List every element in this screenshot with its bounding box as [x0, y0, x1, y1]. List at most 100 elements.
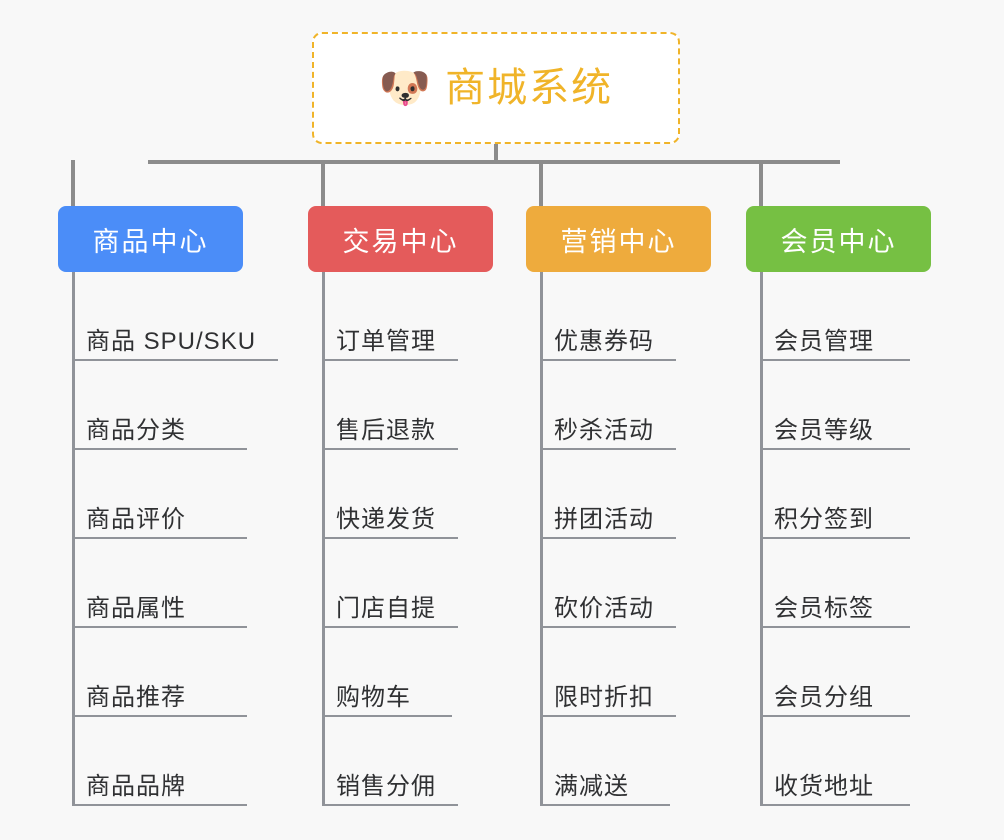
leaf-underline	[72, 804, 247, 806]
branch-header-4[interactable]: 会员中心	[746, 206, 931, 272]
leaf-item[interactable]: 限时折扣	[540, 628, 676, 717]
branch-spine-3	[540, 272, 543, 806]
leaf-underline	[760, 804, 910, 806]
branch-spine-4	[760, 272, 763, 806]
leaf-item[interactable]: 会员管理	[760, 272, 910, 361]
leaf-label: 商品评价	[86, 505, 186, 533]
leaf-label: 快递发货	[336, 505, 436, 533]
leaf-item[interactable]: 砍价活动	[540, 539, 676, 628]
leaf-underline	[540, 804, 670, 806]
leaf-underline	[540, 359, 676, 361]
connector-drop-3	[539, 160, 543, 206]
leaf-label: 购物车	[336, 683, 411, 711]
leaf-label: 售后退款	[336, 416, 436, 444]
leaf-underline	[72, 448, 247, 450]
dog-face-icon: 🐶	[378, 64, 432, 111]
leaf-item[interactable]: 订单管理	[322, 272, 458, 361]
leaf-label: 商品推荐	[86, 683, 186, 711]
branch-column-4: 会员中心会员管理会员等级积分签到会员标签会员分组收货地址	[746, 206, 931, 806]
leaf-item[interactable]: 商品品牌	[72, 717, 270, 806]
leaf-underline	[540, 626, 676, 628]
leaf-underline	[322, 626, 458, 628]
leaf-item[interactable]: 秒杀活动	[540, 361, 676, 450]
branch-column-2: 交易中心订单管理售后退款快递发货门店自提购物车销售分佣	[308, 206, 493, 806]
leaf-item[interactable]: 会员标签	[760, 539, 910, 628]
leaf-label: 门店自提	[336, 594, 436, 622]
root-node[interactable]: 🐶 商城系统	[312, 32, 680, 144]
leaf-item[interactable]: 商品分类	[72, 361, 270, 450]
leaf-label: 商品品牌	[86, 772, 186, 800]
leaf-list-2: 订单管理售后退款快递发货门店自提购物车销售分佣	[322, 272, 458, 806]
leaf-label: 订单管理	[336, 327, 436, 355]
leaf-label: 会员标签	[774, 594, 874, 622]
leaf-label: 秒杀活动	[554, 416, 654, 444]
connector-horizontal-bar	[148, 160, 840, 164]
leaf-underline	[322, 448, 458, 450]
leaf-underline	[72, 537, 247, 539]
leaf-underline	[322, 804, 458, 806]
leaf-list-1: 商品 SPU/SKU 商品分类商品评价商品属性商品推荐商品品牌	[72, 272, 278, 806]
branch-header-1[interactable]: 商品中心	[58, 206, 243, 272]
leaf-underline	[72, 359, 278, 361]
leaf-underline	[760, 626, 910, 628]
leaf-label: 会员分组	[774, 683, 874, 711]
root-title: 商城系统	[445, 66, 614, 110]
leaf-underline	[322, 537, 458, 539]
leaf-underline	[72, 626, 247, 628]
leaf-item[interactable]: 积分签到	[760, 450, 910, 539]
leaf-label: 优惠券码	[554, 327, 654, 355]
leaf-underline	[72, 715, 247, 717]
leaf-underline	[322, 715, 452, 717]
branch-column-3: 营销中心优惠券码秒杀活动拼团活动砍价活动限时折扣满减送	[526, 206, 711, 806]
branch-title: 会员中心	[780, 226, 897, 257]
branch-title: 交易中心	[342, 226, 459, 257]
leaf-list-4: 会员管理会员等级积分签到会员标签会员分组收货地址	[760, 272, 910, 806]
leaf-item[interactable]: 销售分佣	[322, 717, 458, 806]
leaf-item[interactable]: 商品属性	[72, 539, 270, 628]
leaf-item[interactable]: 快递发货	[322, 450, 458, 539]
leaf-label: 会员管理	[774, 327, 874, 355]
leaf-label: 砍价活动	[554, 594, 654, 622]
leaf-underline	[760, 715, 910, 717]
leaf-underline	[760, 359, 910, 361]
branch-spine-1	[72, 272, 75, 806]
leaf-label: 积分签到	[774, 505, 874, 533]
branch-header-2[interactable]: 交易中心	[308, 206, 493, 272]
leaf-label: 商品属性	[86, 594, 186, 622]
branch-title: 商品中心	[92, 226, 209, 257]
leaf-label: 销售分佣	[336, 772, 436, 800]
leaf-item[interactable]: 售后退款	[322, 361, 458, 450]
leaf-item[interactable]: 商品 SPU/SKU	[72, 272, 278, 361]
leaf-label: 商品分类	[86, 416, 186, 444]
connector-drop-4	[759, 160, 763, 206]
branch-header-3[interactable]: 营销中心	[526, 206, 711, 272]
leaf-item[interactable]: 商品推荐	[72, 628, 270, 717]
leaf-item[interactable]: 拼团活动	[540, 450, 676, 539]
leaf-label: 满减送	[554, 772, 629, 800]
leaf-item[interactable]: 门店自提	[322, 539, 458, 628]
leaf-item[interactable]: 商品评价	[72, 450, 270, 539]
connector-drop-1	[71, 160, 75, 206]
leaf-label: 拼团活动	[554, 505, 654, 533]
leaf-item[interactable]: 会员等级	[760, 361, 910, 450]
connector-drop-2	[321, 160, 325, 206]
leaf-underline	[322, 359, 458, 361]
leaf-label: 商品 SPU/SKU	[86, 327, 257, 355]
leaf-item[interactable]: 满减送	[540, 717, 670, 806]
leaf-underline	[540, 537, 676, 539]
leaf-label: 收货地址	[774, 772, 874, 800]
leaf-underline	[540, 448, 676, 450]
leaf-underline	[760, 448, 910, 450]
connector-root-stem	[494, 144, 498, 164]
leaf-item[interactable]: 购物车	[322, 628, 452, 717]
leaf-label: 会员等级	[774, 416, 874, 444]
branch-title: 营销中心	[560, 226, 677, 257]
leaf-list-3: 优惠券码秒杀活动拼团活动砍价活动限时折扣满减送	[540, 272, 676, 806]
leaf-item[interactable]: 收货地址	[760, 717, 910, 806]
leaf-underline	[760, 537, 910, 539]
leaf-label: 限时折扣	[554, 683, 654, 711]
branch-spine-2	[322, 272, 325, 806]
leaf-item[interactable]: 优惠券码	[540, 272, 676, 361]
leaf-item[interactable]: 会员分组	[760, 628, 910, 717]
